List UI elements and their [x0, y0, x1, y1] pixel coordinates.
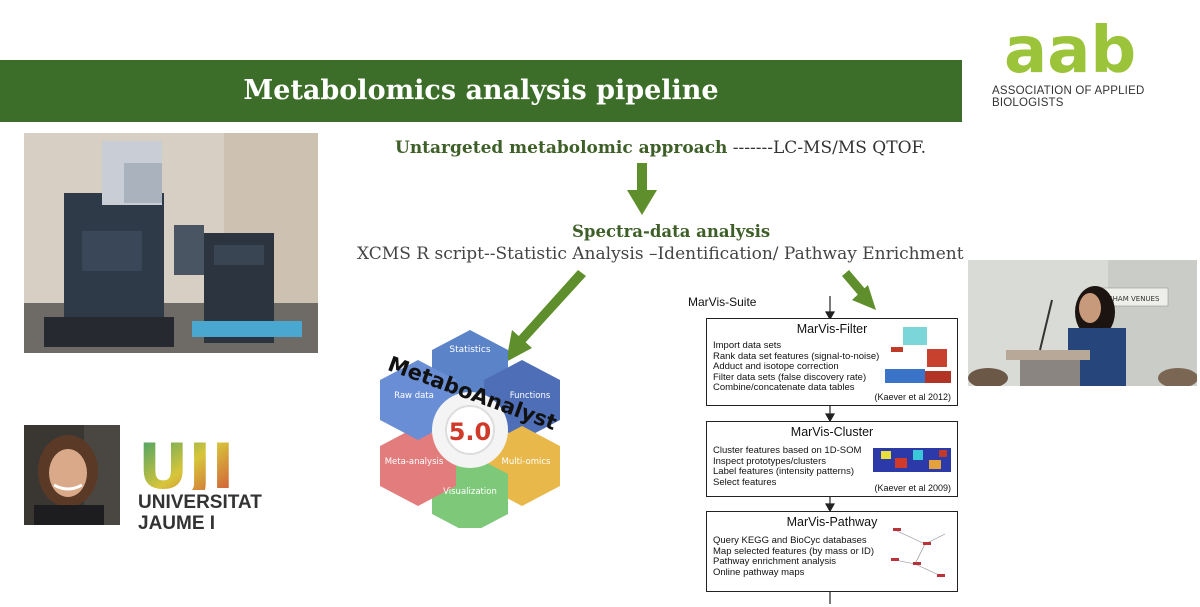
aab-subtitle: ASSOCIATION OF APPLIED BIOLOGISTS	[992, 85, 1145, 109]
list-item: Label features (intensity patterns)	[713, 466, 854, 477]
list-item: Pathway enrichment analysis	[713, 556, 837, 567]
presenter-photo	[24, 425, 120, 525]
list-item: Query KEGG and BioCyc databases	[713, 535, 867, 546]
speaker-photo: NGHAM VENUES	[968, 260, 1197, 386]
metaboanalyst-version: 5.0	[449, 418, 492, 446]
marvis-pathway-title: MarVis-Pathway	[786, 515, 878, 529]
module-label: Visualization	[443, 487, 497, 497]
pathway-map-thumbnail	[891, 528, 946, 577]
marvis-cluster-citation: (Kaever et al 2009)	[874, 483, 951, 493]
down-arrow-icon	[637, 163, 647, 193]
uji-name-line1: UNIVERSITAT	[138, 492, 262, 513]
module-label: Meta-analysis	[385, 457, 444, 467]
slide-title: Metabolomics analysis pipeline	[243, 75, 719, 106]
marvis-filter-citation: (Kaever et al 2012)	[874, 392, 951, 402]
approach-strong: Untargeted metabolomic approach	[395, 138, 728, 158]
list-item: Map selected features (by mass or ID)	[713, 545, 875, 557]
list-item: Filter data sets (false discovery rate)	[713, 371, 867, 383]
aab-logo-icon: aab	[1004, 18, 1136, 80]
list-item: Select features	[713, 476, 777, 488]
list-item: Adduct and isotope correction	[713, 361, 839, 372]
metaboanalyst-hexagons	[380, 330, 560, 528]
analysis-heading: Spectra-data analysis	[572, 222, 771, 241]
marvis-cluster-box: MarVis-Cluster Cluster features based on…	[706, 421, 958, 497]
module-label: Functions	[510, 391, 551, 401]
venue-sign-text: NGHAM VENUES	[1102, 295, 1160, 303]
marvis-pathway-box: MarVis-Pathway Query KEGG and BioCyc dat…	[706, 511, 958, 592]
filter-plot-thumbnail	[885, 327, 951, 383]
diag-arrow-right-head-icon	[852, 285, 876, 310]
module-label: Multi-omics	[502, 457, 552, 467]
uji-name: UNIVERSITAT JAUME I	[138, 492, 278, 534]
marvis-filter-items: Import data sets Rank data set features …	[713, 340, 880, 394]
uji-logo-icon: UJI	[138, 432, 234, 490]
uji-name-line2: JAUME I	[138, 513, 216, 534]
module-label: Statistics	[449, 345, 490, 355]
cluster-heatmap-thumbnail	[873, 448, 951, 472]
marvis-filter-box: MarVis-Filter Import data sets Rank data…	[706, 318, 958, 406]
diag-arrow-right-icon	[842, 270, 866, 296]
marvis-cluster-title: MarVis-Cluster	[790, 425, 874, 439]
marvis-filter-title: MarVis-Filter	[796, 322, 868, 336]
list-item: Rank data set features (signal-to-noise)	[713, 350, 880, 362]
marvis-suite-label: MarVis-Suite	[688, 295, 757, 309]
approach-rest: -------LC-MS/MS QTOF.	[727, 138, 927, 158]
list-item: Online pathway maps	[713, 566, 805, 578]
marvis-cluster-items: Cluster features based on 1D-SOM Inspect…	[713, 445, 862, 488]
marvis-pathway-items: Query KEGG and BioCyc databases Map sele…	[713, 535, 875, 578]
list-item: Inspect prototypes/clusters	[713, 455, 826, 467]
instrument-photo	[24, 133, 318, 353]
aab-logo-text: aab	[1004, 18, 1136, 80]
list-item: Cluster features based on 1D-SOM	[713, 445, 862, 456]
approach-line: Untargeted metabolomic approach -------L…	[395, 138, 926, 158]
uji-logo-letters: UJI	[138, 432, 234, 490]
list-item: Combine/concatenate data tables	[713, 382, 855, 393]
down-arrow-head-icon	[627, 190, 657, 215]
title-banner	[0, 60, 962, 122]
analysis-steps: XCMS R script--Statistic Analysis –Ident…	[357, 244, 964, 264]
metaboanalyst-logo-icon: Statistics Functions Multi-omics Visuali…	[380, 330, 560, 528]
module-label: Raw data	[394, 391, 434, 401]
list-item: Import data sets	[713, 340, 782, 351]
